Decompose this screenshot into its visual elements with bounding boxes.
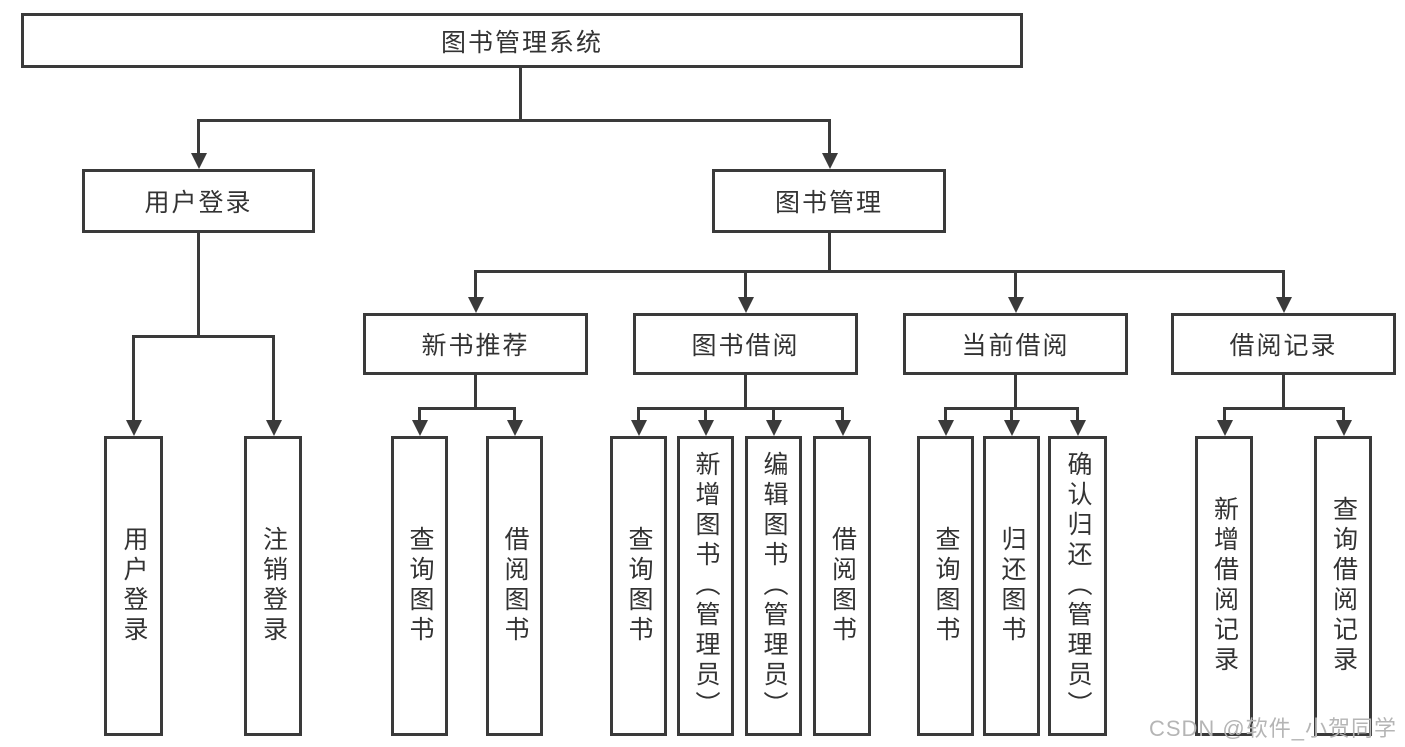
arrow-to-book-borrowing xyxy=(744,270,747,297)
leaf-query-books-2-label: 查询图书 xyxy=(625,526,653,646)
arrow-to-current-borrowing xyxy=(1014,270,1017,297)
leaf-edit-books-admin: 编辑图书（管理员） xyxy=(745,436,802,736)
node-book-borrowing-label: 图书借阅 xyxy=(691,332,800,360)
leaf-add-books-admin: 新增图书（管理员） xyxy=(677,436,734,736)
arrow-to-leaf-confirm-return xyxy=(1076,407,1079,420)
leaf-confirm-return-admin-label: 确认归还（管理员） xyxy=(1064,451,1092,721)
connector-book-borrowing-bar xyxy=(637,407,844,410)
node-borrowing-records-label: 借阅记录 xyxy=(1229,332,1338,360)
csdn-watermark: CSDN @软件_小贺同学 xyxy=(1148,716,1397,741)
arrow-to-leaf-add-borrow-record xyxy=(1223,407,1226,420)
node-current-borrowing-label: 当前借阅 xyxy=(961,332,1070,360)
leaf-query-books-3-label: 查询图书 xyxy=(932,526,960,646)
leaf-borrow-books-1-label: 借阅图书 xyxy=(501,526,529,646)
connector-current-borrowing-stem xyxy=(1014,375,1017,410)
node-borrowing-records: 借阅记录 xyxy=(1171,313,1396,375)
node-book-management-label: 图书管理 xyxy=(774,189,883,217)
leaf-borrow-books-2-label: 借阅图书 xyxy=(828,526,857,646)
arrow-to-leaf-return-books xyxy=(1010,407,1013,420)
leaf-query-borrow-record: 查询借阅记录 xyxy=(1314,436,1372,736)
node-user-login-label: 用户登录 xyxy=(144,189,253,217)
connector-level2-bar xyxy=(197,119,831,122)
leaf-edit-books-admin-label: 编辑图书（管理员） xyxy=(760,451,788,721)
arrow-to-leaf-query-books-2 xyxy=(637,407,640,420)
arrow-to-new-book-recommend xyxy=(474,270,477,297)
connector-borrowing-records-bar xyxy=(1223,407,1345,410)
leaf-confirm-return-admin: 确认归还（管理员） xyxy=(1048,436,1107,736)
arrow-to-leaf-borrow-books-2 xyxy=(841,407,844,420)
node-book-management: 图书管理 xyxy=(712,169,946,233)
arrow-to-user-login xyxy=(197,119,200,153)
leaf-borrow-books-1: 借阅图书 xyxy=(486,436,543,736)
connector-level3-bar xyxy=(474,270,1285,273)
leaf-logout: 注销登录 xyxy=(244,436,302,736)
connector-user-login-bar xyxy=(132,335,275,338)
leaf-add-borrow-record: 新增借阅记录 xyxy=(1195,436,1253,736)
leaf-return-books-label: 归还图书 xyxy=(998,526,1026,646)
arrow-to-leaf-query-borrow-record xyxy=(1342,407,1345,420)
leaf-user-login: 用户登录 xyxy=(104,436,163,736)
node-root-label: 图书管理系统 xyxy=(440,28,603,57)
leaf-query-books-1-label: 查询图书 xyxy=(406,526,434,646)
arrow-to-book-management xyxy=(828,119,831,153)
leaf-add-borrow-record-label: 新增借阅记录 xyxy=(1210,496,1239,676)
leaf-query-borrow-record-label: 查询借阅记录 xyxy=(1329,496,1358,676)
node-new-book-recommend-label: 新书推荐 xyxy=(421,332,530,360)
arrow-to-leaf-edit-books xyxy=(772,407,775,420)
arrow-to-borrowing-records xyxy=(1282,270,1285,297)
leaf-user-login-label: 用户登录 xyxy=(120,526,148,646)
node-user-login: 用户登录 xyxy=(82,169,315,233)
arrow-to-leaf-add-books xyxy=(704,407,707,420)
arrow-to-leaf-borrow-books-1 xyxy=(513,407,516,420)
node-book-borrowing: 图书借阅 xyxy=(633,313,858,375)
leaf-query-books-2: 查询图书 xyxy=(610,436,667,736)
connector-new-book-bar xyxy=(418,407,516,410)
leaf-return-books: 归还图书 xyxy=(983,436,1040,736)
connector-book-borrowing-stem xyxy=(744,375,747,410)
connector-user-login-stem xyxy=(197,233,200,338)
connector-book-management-stem xyxy=(828,233,831,273)
arrow-to-leaf-user-login xyxy=(132,335,135,420)
leaf-add-books-admin-label: 新增图书（管理员） xyxy=(692,451,720,721)
node-new-book-recommend: 新书推荐 xyxy=(363,313,588,375)
leaf-logout-label: 注销登录 xyxy=(259,526,288,646)
arrow-to-leaf-logout xyxy=(272,335,275,420)
connector-root-stem xyxy=(519,68,522,120)
arrow-to-leaf-query-books-3 xyxy=(944,407,947,420)
leaf-borrow-books-2: 借阅图书 xyxy=(813,436,871,736)
connector-new-book-stem xyxy=(474,375,477,410)
node-root: 图书管理系统 xyxy=(21,13,1023,68)
connector-borrowing-records-stem xyxy=(1282,375,1285,410)
leaf-query-books-3: 查询图书 xyxy=(917,436,974,736)
node-current-borrowing: 当前借阅 xyxy=(903,313,1128,375)
leaf-query-books-1: 查询图书 xyxy=(391,436,448,736)
arrow-to-leaf-query-books-1 xyxy=(418,407,421,420)
